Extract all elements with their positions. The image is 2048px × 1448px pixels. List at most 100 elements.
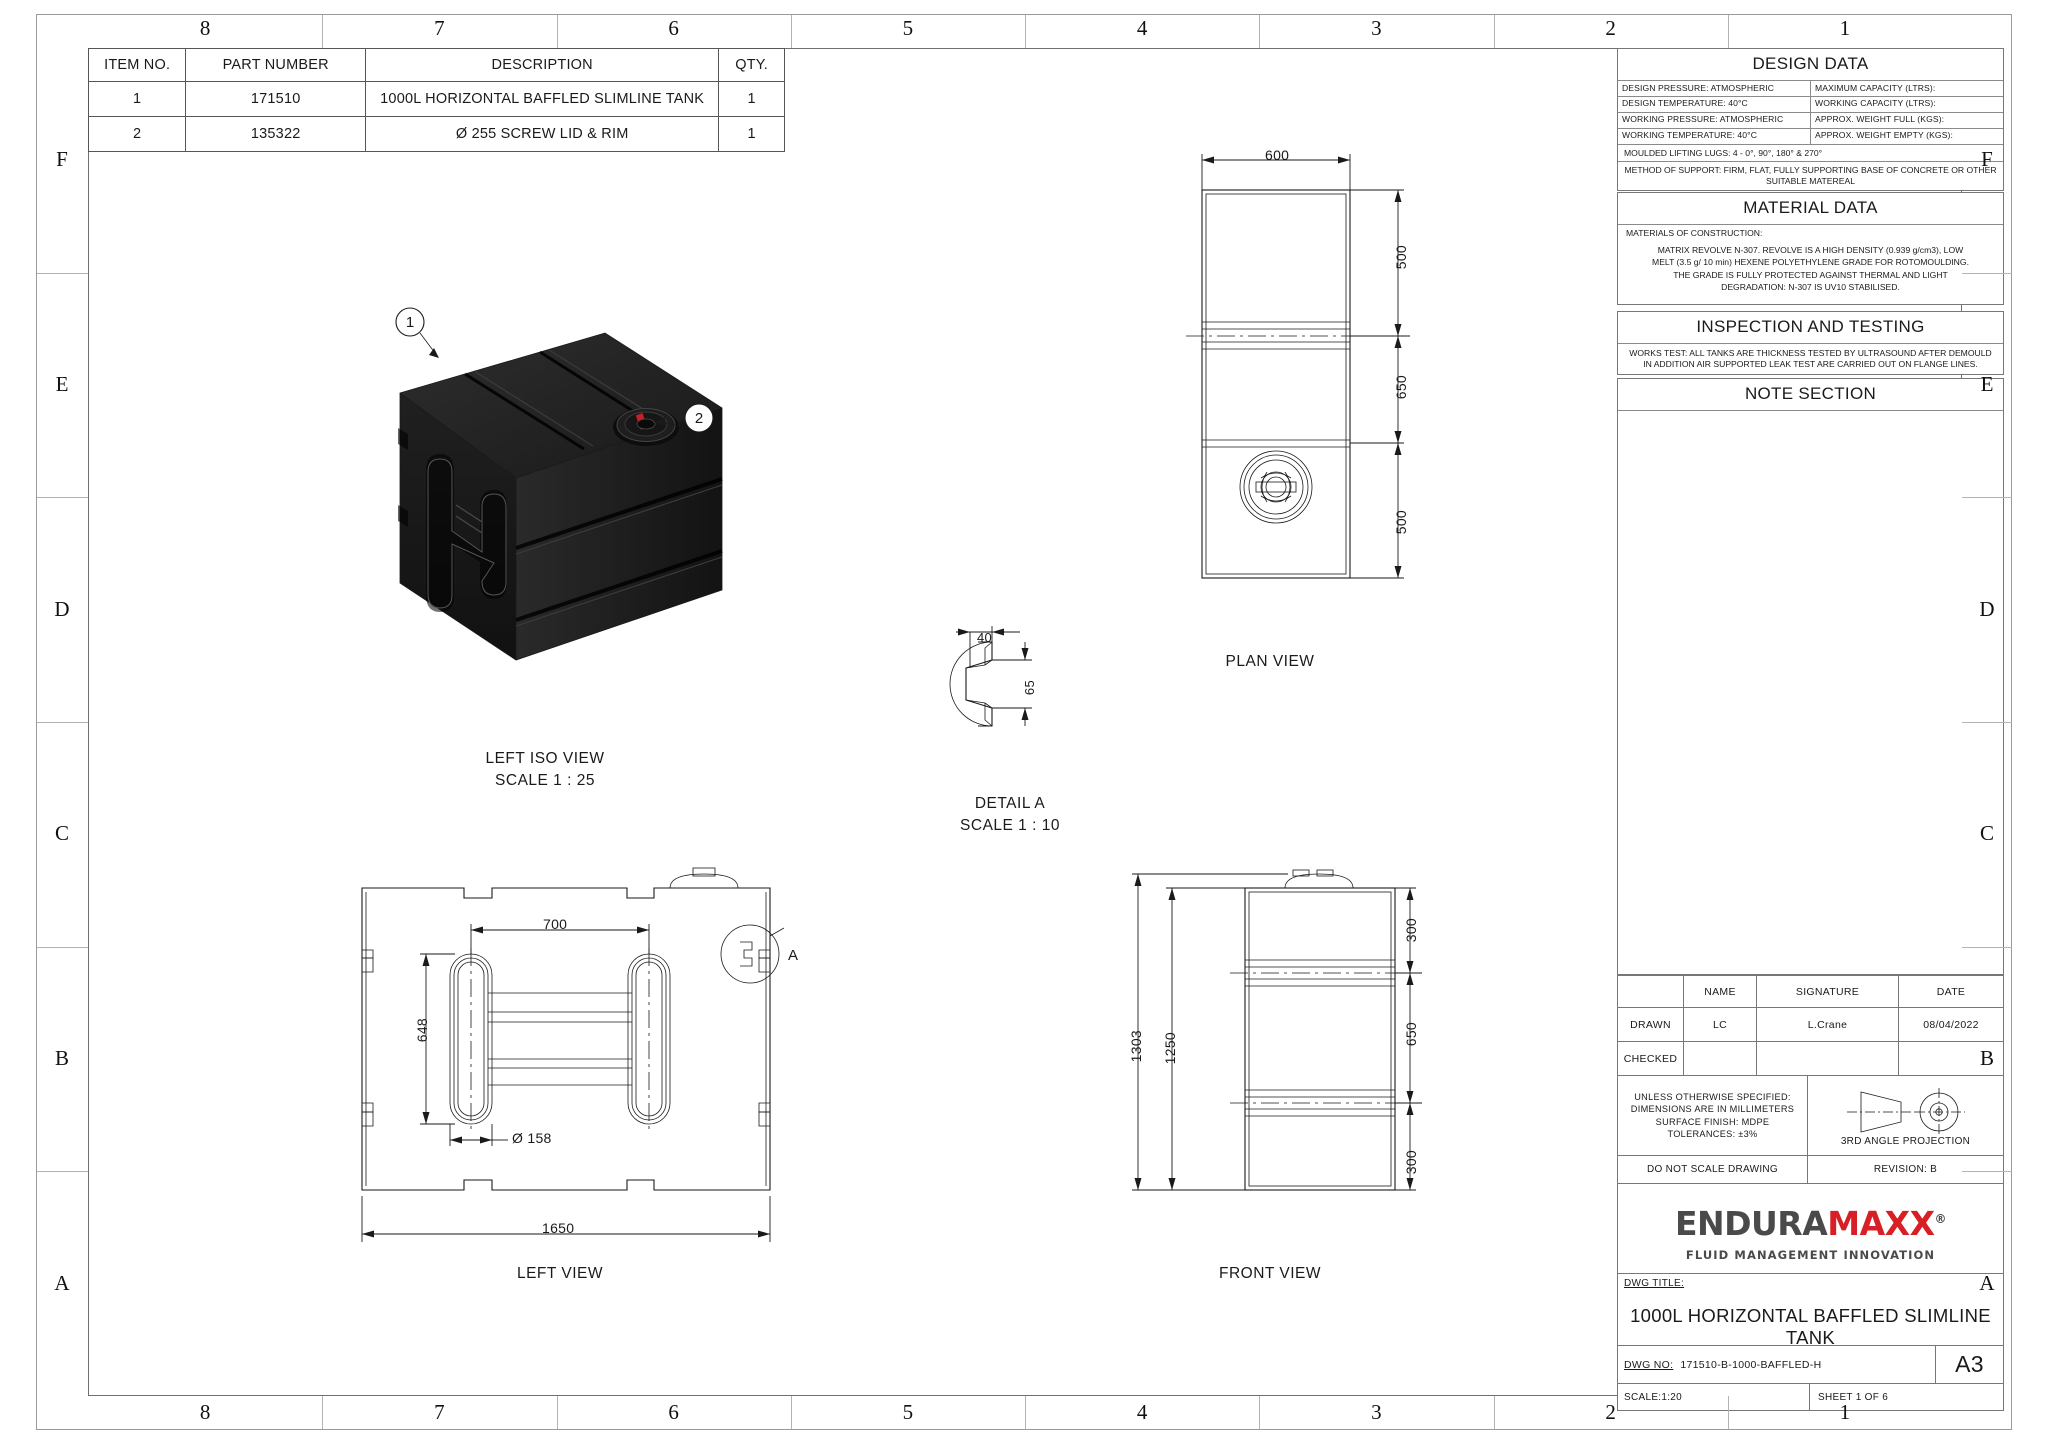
specs-projection-row: UNLESS OTHERWISE SPECIFIED: DIMENSIONS A… — [1618, 1076, 2003, 1156]
materials-of-construction-body: MATRIX REVOLVE N-307. REVOLVE IS A HIGH … — [1652, 244, 1969, 293]
design-pressure: DESIGN PRESSURE: ATMOSPHERIC — [1622, 82, 1775, 93]
zone-number-top-3: 3 — [1371, 16, 1382, 40]
note-section-block: NOTE SECTION — [1617, 378, 2004, 975]
bom-cell-part: 171510 — [185, 81, 367, 117]
left-dim-overall: 1650 — [542, 1220, 575, 1236]
zone-number-bottom-2: 2 — [1605, 1400, 1616, 1424]
dwg-title-value: 1000L HORIZONTAL BAFFLED SLIMLINE TANK — [1630, 1305, 1991, 1348]
zone-tick — [1259, 15, 1261, 48]
third-angle-projection-icon — [1846, 1088, 1965, 1136]
bom-cell-qty: 1 — [718, 81, 785, 117]
zone-number-top-4: 4 — [1136, 16, 1148, 40]
detail-marker-label: A — [788, 947, 799, 964]
detail-a-label: DETAIL A — [974, 795, 1046, 812]
title-block: NAME SIGNATURE DATE DRAWN LC L.Crane 08/… — [1617, 975, 2004, 1411]
do-not-scale-label: DO NOT SCALE DRAWING — [1618, 1156, 1808, 1184]
signature-header-date: DATE — [1899, 976, 2003, 1008]
balloon-1-label: 1 — [406, 314, 414, 331]
plan-dim-top: 500 — [1393, 245, 1409, 270]
drawn-date: 08/04/2022 — [1899, 1008, 2003, 1042]
drawn-row: DRAWN LC L.Crane 08/04/2022 — [1618, 1008, 2003, 1042]
plan-dim-middle: 650 — [1393, 375, 1409, 400]
bom-header-description: DESCRIPTION — [365, 48, 720, 82]
materials-of-construction-heading: MATERIALS OF CONSTRUCTION: — [1618, 224, 2003, 242]
zone-number-top-1: 1 — [1839, 16, 1851, 40]
method-of-support: METHOD OF SUPPORT: FIRM, FLAT, FULLY SUP… — [1618, 161, 2003, 189]
signature-header-blank — [1618, 976, 1684, 1008]
zone-number-bottom-8: 8 — [199, 1400, 211, 1424]
zone-tick — [37, 497, 88, 499]
zone-number-bottom-7: 7 — [434, 1400, 445, 1424]
spec-line: UNLESS OTHERWISE SPECIFIED: — [1634, 1091, 1791, 1102]
zone-tick — [1493, 15, 1495, 48]
iso-view-label: LEFT ISO VIEW — [485, 750, 605, 767]
front-dim-middle: 650 — [1403, 1022, 1419, 1047]
design-data-row: DESIGN PRESSURE: ATMOSPHERIC MAXIMUM CAP… — [1618, 80, 2003, 96]
scale-value: SCALE:1:20 — [1618, 1384, 1810, 1410]
zone-number-bottom-1: 1 — [1839, 1400, 1851, 1424]
dwg-title-label: DWG TITLE: — [1624, 1278, 1685, 1289]
bill-of-materials: ITEM NO. PART NUMBER DESCRIPTION QTY. 1 … — [87, 48, 785, 152]
checked-signature — [1757, 1042, 1899, 1076]
front-dim-body: 1250 — [1162, 1032, 1178, 1065]
bom-cell-qty: 1 — [718, 116, 785, 152]
sheet-number: SHEET 1 OF 6 — [1818, 1391, 1889, 1403]
design-data-title: DESIGN DATA — [1752, 54, 1869, 73]
approx-weight-full: APPROX. WEIGHT FULL (KGS): — [1810, 112, 2003, 128]
inspection-testing-block: INSPECTION AND TESTING WORKS TEST: ALL T… — [1617, 311, 2004, 376]
detail-a-graphic — [949, 626, 1032, 727]
left-view-graphic — [361, 867, 785, 1242]
left-dim-diameter: Ø 158 — [512, 1130, 552, 1146]
scale-sheet-row: SCALE:1:20 SHEET 1 OF 6 — [1618, 1384, 2003, 1410]
bom-cell-item: 1 — [87, 81, 187, 117]
bom-cell-description: Ø 255 SCREW LID & RIM — [365, 116, 720, 152]
zone-letter-left-F: F — [56, 147, 68, 172]
dwg-no-value: 171510-B-1000-BAFFLED-H — [1680, 1358, 1822, 1371]
dwg-title-row: DWG TITLE: 1000L HORIZONTAL BAFFLED SLIM… — [1618, 1274, 2003, 1348]
zone-letter-right-B: B — [1979, 1046, 1994, 1070]
zone-tick — [1727, 15, 1729, 48]
drawn-name: LC — [1684, 1008, 1757, 1042]
working-temperature: WORKING TEMPERATURE: 40°C — [1622, 130, 1758, 141]
zone-tick — [37, 1171, 88, 1173]
general-specs: UNLESS OTHERWISE SPECIFIED: DIMENSIONS A… — [1618, 1076, 1808, 1156]
front-view-graphic — [1132, 869, 1422, 1191]
logo-enduramaxx-part1: ENDURA — [1674, 1203, 1828, 1243]
logo-text: ENDURAMAXX® — [1674, 1203, 1947, 1243]
note-section-title: NOTE SECTION — [1744, 384, 1877, 403]
zone-tick — [556, 1396, 558, 1429]
zone-letter-right-D: D — [1979, 596, 1995, 621]
design-data-row: DESIGN TEMPERATURE: 40°C WORKING CAPACIT… — [1618, 95, 2003, 112]
spec-line: SURFACE FINISH: MDPE — [1655, 1116, 1770, 1127]
zone-tick — [37, 722, 88, 723]
zone-tick — [1025, 15, 1026, 48]
zone-letter-right-F: F — [1981, 147, 1993, 172]
zone-letter-left-A: A — [54, 1270, 70, 1295]
registered-trademark-icon: ® — [1934, 1211, 1947, 1226]
zone-letter-left-E: E — [55, 372, 69, 396]
zone-letter-right-A: A — [1979, 1270, 1995, 1295]
working-capacity: WORKING CAPACITY (LTRS): — [1810, 96, 2003, 112]
zone-tick — [1025, 1396, 1026, 1429]
balloon-1-circle — [395, 307, 425, 337]
detail-a-scale: SCALE 1 : 10 — [960, 817, 1060, 834]
zone-tick — [556, 15, 558, 48]
zone-number-bottom-5: 5 — [902, 1400, 914, 1424]
material-data-block: MATERIAL DATA MATERIALS OF CONSTRUCTION:… — [1617, 192, 2004, 305]
note-section-body — [1618, 410, 2003, 979]
balloon-2-label: 2 — [695, 410, 703, 427]
dwg-title-cell: DWG TITLE: 1000L HORIZONTAL BAFFLED SLIM… — [1618, 1274, 2003, 1348]
maximum-capacity: MAXIMUM CAPACITY (LTRS): — [1810, 81, 2003, 96]
revision-label: REVISION: B — [1808, 1156, 2003, 1184]
working-pressure: WORKING PRESSURE: ATMOSPHERIC — [1622, 114, 1784, 125]
moulded-lifting-lugs: MOULDED LIFTING LUGS: 4 - 0°, 90°, 180° … — [1618, 143, 2003, 162]
zone-number-top-6: 6 — [668, 16, 679, 40]
bom-row: 2 135322 Ø 255 SCREW LID & RIM 1 — [87, 116, 785, 152]
logo-enduramaxx-part2: MAXX — [1827, 1203, 1935, 1243]
front-view-label: FRONT VIEW — [1218, 1265, 1322, 1282]
logo-wordmark: ENDURAMAXX® FLUID MANAGEMENT INNOVATION — [1674, 1190, 1947, 1268]
zone-tick — [1727, 1396, 1729, 1429]
zone-tick — [1962, 497, 2012, 499]
design-data-row: WORKING TEMPERATURE: 40°C APPROX. WEIGHT… — [1618, 127, 2003, 144]
iso-view-scale: SCALE 1 : 25 — [495, 772, 595, 789]
